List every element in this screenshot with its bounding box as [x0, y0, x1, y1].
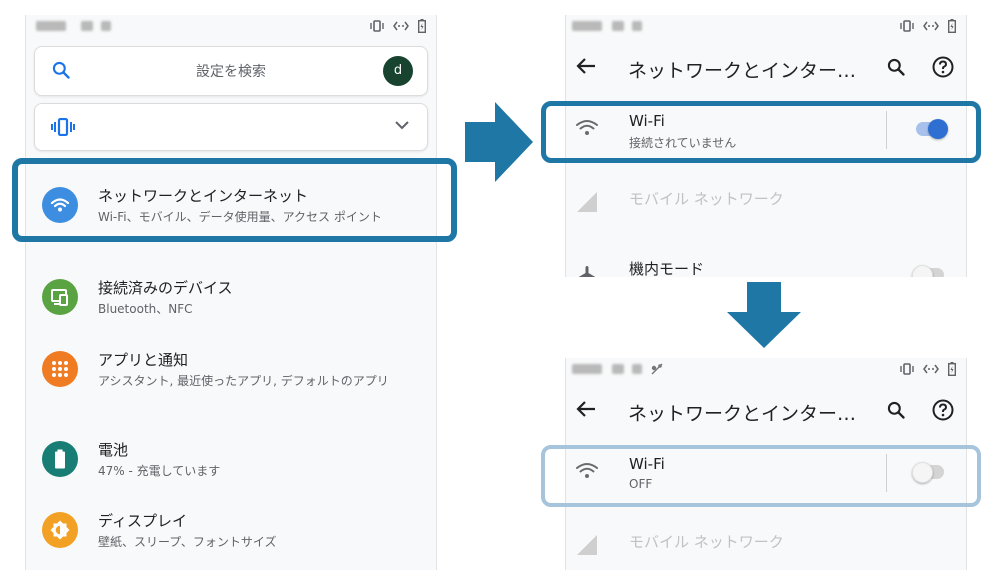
highlight-network-item — [12, 158, 457, 242]
back-arrow-icon[interactable] — [576, 400, 596, 418]
back-arrow-icon[interactable] — [576, 57, 596, 75]
wifi-row[interactable]: Wi-Fi 接続されていません — [566, 101, 966, 159]
settings-item-subtitle: 壁紙、スリープ、フォントサイズ — [98, 535, 277, 549]
wifi-label: Wi-Fi — [629, 455, 665, 473]
settings-item-subtitle: Wi-Fi、モバイル、データ使用量、アクセス ポイント — [98, 210, 382, 224]
settings-item-icon-circle — [42, 441, 78, 477]
vibrate-icon — [51, 118, 75, 136]
airplane-mode-toggle[interactable] — [912, 265, 944, 277]
search-placeholder: 設定を検索 — [196, 64, 266, 80]
settings-item-apps[interactable]: アプリと通知 アシスタント, 最近使ったアプリ, デフォルトのアプリ — [26, 337, 436, 401]
status-notification — [632, 364, 642, 374]
brightness-icon — [50, 520, 70, 540]
airplane-icon — [578, 266, 596, 277]
data-saver-status-icon — [393, 21, 409, 31]
wifi-toggle[interactable] — [916, 119, 948, 139]
divider — [886, 454, 887, 492]
status-time — [36, 21, 66, 31]
network-screen-wifi-off: ネットワークとインター… Wi-Fi OFF モバイル ネットワーク — [565, 358, 967, 570]
page-title: ネットワークとインター… — [628, 60, 857, 82]
chevron-down-icon[interactable] — [395, 120, 409, 130]
status-notification — [81, 21, 93, 31]
app-bar: ネットワークとインター… — [566, 382, 966, 438]
settings-item-title: ネットワークとインターネット — [98, 187, 309, 205]
vibrate-status-icon — [900, 363, 914, 375]
devices-icon — [51, 289, 68, 306]
settings-screen: 設定を検索 d ネットワークとインターネット Wi-Fi、モバイル、データ使用量… — [25, 15, 437, 570]
apps-icon — [52, 361, 68, 377]
network-screen-wifi-on: ネットワークとインター… Wi-Fi 接続されていません モバイル ネットワーク… — [565, 15, 967, 277]
status-notification — [632, 21, 642, 31]
help-icon[interactable] — [932, 399, 954, 421]
settings-item-display[interactable]: ディスプレイ 壁紙、スリープ、フォントサイズ — [26, 498, 436, 562]
mobile-network-row: モバイル ネットワーク — [566, 520, 966, 570]
cellular-signal-icon — [577, 535, 597, 555]
mobile-network-row: モバイル ネットワーク — [566, 177, 966, 235]
status-notification — [101, 21, 111, 31]
battery-status-icon — [948, 362, 956, 376]
search-icon[interactable] — [886, 400, 906, 420]
wifi-label: Wi-Fi — [629, 112, 665, 130]
status-bar — [566, 15, 966, 39]
cellular-signal-icon — [577, 192, 597, 212]
settings-item-title: 電池 — [98, 441, 129, 459]
settings-item-title: アプリと通知 — [98, 351, 189, 369]
help-icon[interactable] — [932, 56, 954, 78]
settings-item-icon-circle — [42, 187, 78, 223]
settings-item-subtitle: Bluetooth、NFC — [98, 302, 193, 316]
settings-search-bar[interactable]: 設定を検索 d — [34, 46, 428, 96]
vibrate-status-icon — [370, 20, 384, 32]
status-notification — [612, 21, 624, 31]
highlight-wifi-on — [541, 101, 981, 163]
status-time — [572, 364, 602, 374]
wifi-icon — [50, 198, 70, 212]
wifi-icon — [576, 463, 598, 478]
arrow-down-icon — [727, 282, 801, 348]
data-saver-status-icon — [923, 364, 939, 374]
wifi-toggle[interactable] — [912, 462, 944, 483]
settings-item-title: 接続済みのデバイス — [98, 279, 233, 297]
battery-status-icon — [418, 19, 426, 33]
app-bar: ネットワークとインター… — [566, 39, 966, 95]
settings-item-icon-circle — [42, 279, 78, 315]
settings-item-connected-devices[interactable]: 接続済みのデバイス Bluetooth、NFC — [26, 265, 436, 329]
status-time — [572, 21, 602, 31]
status-bar — [566, 358, 966, 382]
settings-item-battery[interactable]: 電池 47% - 充電しています — [26, 427, 436, 491]
signal-off-icon — [651, 363, 663, 375]
settings-item-icon-circle — [42, 351, 78, 387]
battery-status-icon — [948, 19, 956, 33]
settings-item-title: ディスプレイ — [98, 512, 187, 530]
data-saver-status-icon — [923, 21, 939, 31]
search-icon — [52, 61, 70, 79]
arrow-right-icon — [465, 102, 533, 182]
airplane-mode-label: 機内モード — [629, 260, 705, 277]
toggle-knob — [912, 265, 933, 277]
search-icon[interactable] — [886, 57, 906, 77]
avatar[interactable]: d — [383, 56, 413, 86]
wifi-status: 接続されていません — [629, 136, 737, 150]
settings-item-subtitle: 47% - 充電しています — [98, 464, 221, 478]
status-notification — [612, 364, 624, 374]
status-bar — [26, 15, 436, 39]
airplane-mode-row[interactable]: 機内モード — [566, 247, 966, 277]
settings-item-subtitle: アシスタント, 最近使ったアプリ, デフォルトのアプリ — [98, 374, 389, 388]
mobile-network-label: モバイル ネットワーク — [629, 190, 784, 208]
wifi-status: OFF — [629, 477, 653, 491]
wifi-icon — [576, 120, 598, 135]
divider — [886, 111, 887, 149]
battery-icon — [55, 449, 65, 469]
wifi-row[interactable]: Wi-Fi OFF — [566, 444, 966, 502]
settings-item-network[interactable]: ネットワークとインターネット Wi-Fi、モバイル、データ使用量、アクセス ポイ… — [26, 173, 436, 237]
highlight-wifi-off — [541, 445, 981, 507]
vibrate-status-icon — [900, 20, 914, 32]
mobile-network-label: モバイル ネットワーク — [629, 533, 784, 551]
toggle-knob — [912, 462, 933, 483]
page-title: ネットワークとインター… — [628, 403, 857, 425]
toggle-knob — [928, 119, 948, 139]
sound-mode-bar[interactable] — [34, 103, 428, 151]
settings-item-icon-circle — [42, 512, 78, 548]
